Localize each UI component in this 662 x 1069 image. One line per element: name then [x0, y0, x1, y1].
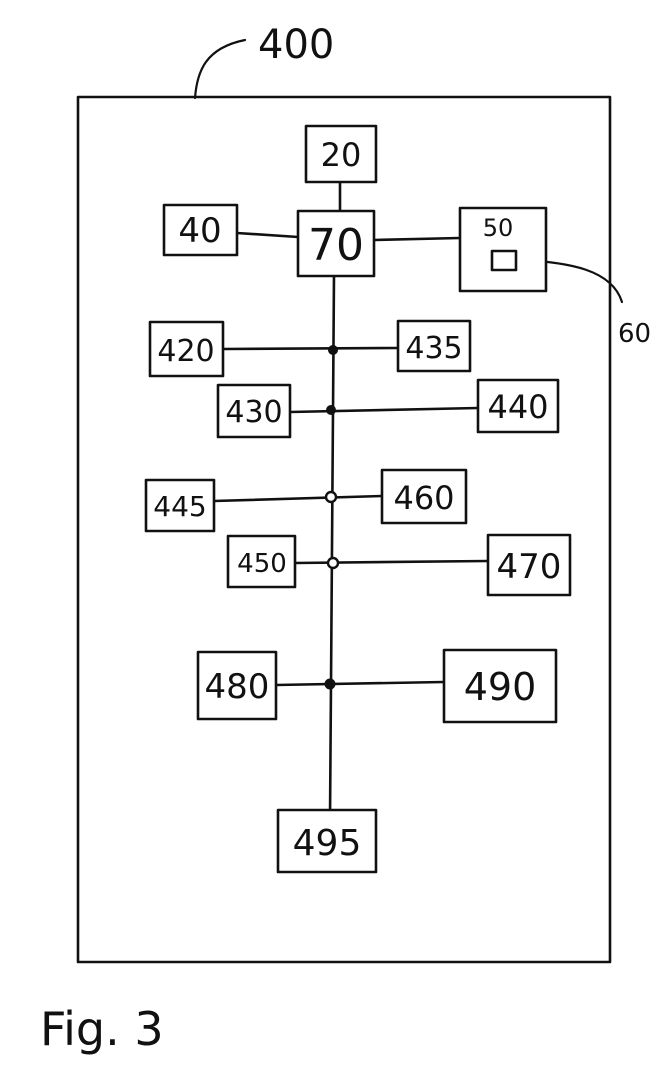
sensor-square [490, 249, 518, 272]
junction-dot [324, 678, 336, 690]
block-490-label: 490 [464, 665, 537, 709]
block-470: 470 [486, 533, 572, 597]
connector-450-470 [293, 559, 490, 565]
junction-open-dot [326, 556, 340, 570]
block-20: 20 [304, 124, 378, 184]
block-70-label: 70 [308, 220, 364, 271]
block-430-label: 430 [225, 395, 282, 430]
label-60: 60 [618, 319, 651, 349]
block-460: 460 [380, 468, 468, 525]
block-450: 450 [226, 534, 297, 589]
block-435: 435 [396, 319, 472, 373]
block-490: 490 [442, 648, 558, 724]
block-440: 440 [476, 378, 560, 434]
block-50: 50 [458, 206, 548, 293]
junction-open-dot [324, 490, 338, 504]
connector-445-460 [212, 494, 384, 503]
block-450-label: 450 [237, 549, 287, 579]
connector-430-440 [288, 406, 480, 414]
reference-label: 400 [258, 22, 334, 68]
block-440-label: 440 [487, 388, 548, 426]
block-495: 495 [276, 808, 378, 874]
block-480-label: 480 [205, 667, 270, 707]
block-480: 480 [196, 650, 278, 721]
figure-caption: Fig. 3 [40, 1002, 164, 1056]
block-445-label: 445 [153, 490, 206, 523]
block-50-label: 50 [483, 214, 514, 242]
block-445: 445 [144, 478, 216, 533]
block-420-label: 420 [157, 334, 214, 369]
junction-dot [326, 405, 336, 415]
outer-frame [76, 95, 612, 964]
connector-420-435 [221, 346, 400, 351]
main-bus-line [328, 273, 336, 822]
block-40-label: 40 [178, 211, 221, 251]
block-495-label: 495 [293, 823, 362, 864]
connector-70-50 [372, 236, 462, 242]
junction-dot [328, 345, 338, 355]
connector-40-70 [235, 231, 300, 239]
block-420: 420 [148, 320, 225, 378]
connector-480-490 [274, 680, 446, 687]
block-470-label: 470 [497, 547, 562, 587]
reference-leader-line [193, 38, 247, 100]
block-430: 430 [216, 383, 292, 439]
block-460-label: 460 [393, 479, 454, 517]
block-20-label: 20 [321, 136, 362, 174]
block-40: 40 [162, 203, 239, 257]
block-70: 70 [296, 209, 376, 278]
block-435-label: 435 [405, 331, 462, 366]
